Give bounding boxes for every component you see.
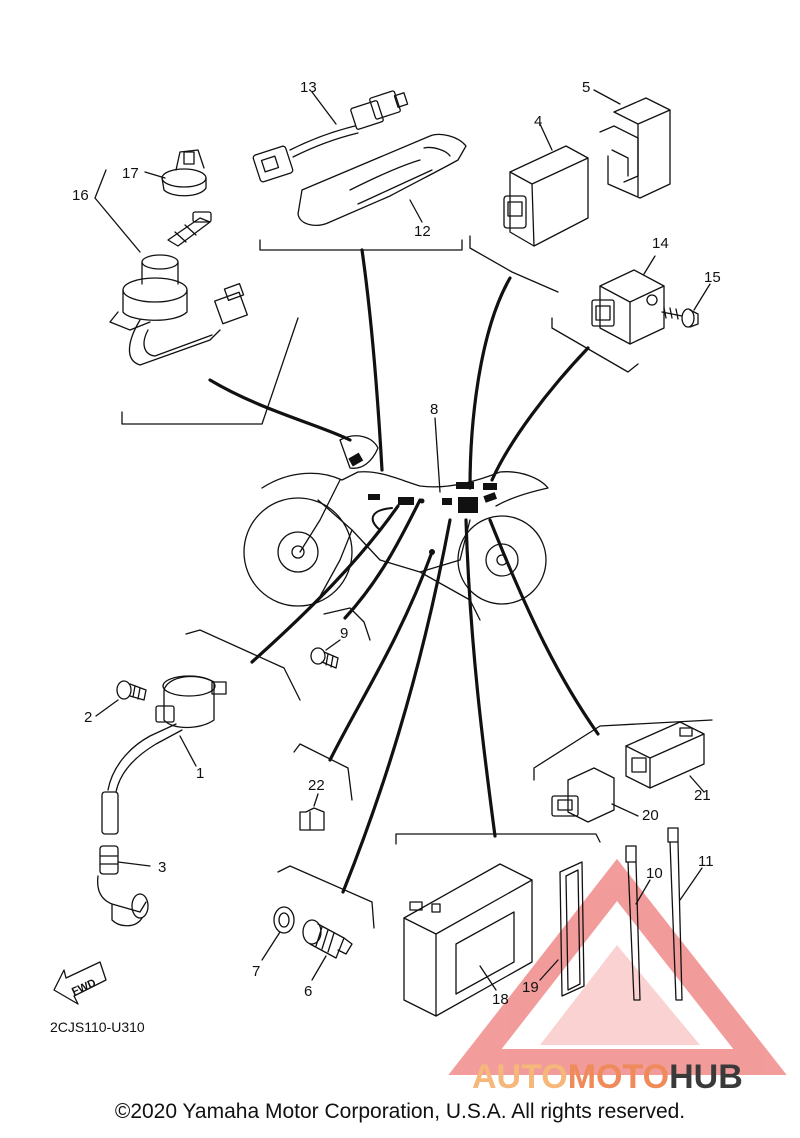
leader-4 — [539, 123, 553, 151]
leader-14 — [643, 255, 656, 275]
leader-3 — [117, 861, 151, 867]
bracket-harness-group — [259, 239, 463, 251]
key-cap-part-17 — [161, 149, 207, 197]
part-number-21: 21 — [694, 787, 711, 804]
bracket-coupler-group — [533, 719, 713, 781]
part-number-14: 14 — [652, 235, 669, 252]
watermark-logo — [448, 858, 787, 1075]
ignition-coil-part-1 — [101, 675, 227, 835]
battery-part-18 — [403, 863, 533, 1017]
leader-1 — [179, 735, 197, 767]
cdi-unit-part-4 — [503, 145, 589, 247]
cable-tie-part-10 — [625, 845, 641, 1001]
relay-part-14 — [591, 269, 665, 345]
leader-12 — [409, 199, 423, 223]
leader-13 — [311, 91, 337, 125]
bike-wire-loop — [371, 507, 393, 531]
leader-6 — [311, 955, 327, 981]
neutral-switch-part-6 — [302, 919, 353, 959]
fwd-label: FWD — [70, 977, 98, 998]
part-number-4: 4 — [534, 113, 542, 130]
part-number-16: 16 — [72, 187, 89, 204]
leader-7 — [261, 931, 281, 961]
leader-18 — [479, 965, 497, 991]
bolt-part-15 — [661, 307, 699, 328]
bracket-ignition-group — [121, 317, 299, 425]
leader-15 — [693, 283, 711, 311]
part-number-9: 9 — [340, 625, 348, 642]
leader-2 — [95, 699, 119, 717]
bracket-coil-group — [185, 629, 301, 701]
part-number-11: 11 — [698, 853, 714, 870]
coupler-part-21 — [625, 721, 705, 789]
plug-cap-part-3 — [96, 845, 149, 927]
part-number-6: 6 — [304, 983, 312, 1000]
part-number-13: 13 — [300, 79, 317, 96]
part-number-10: 10 — [646, 865, 663, 882]
part-number-7: 7 — [252, 963, 260, 980]
leader-10 — [635, 879, 651, 905]
fwd-arrow — [53, 961, 107, 1005]
coupler-part-20 — [551, 767, 615, 823]
screw-part-9 — [310, 647, 339, 669]
leader-22 — [313, 793, 319, 807]
part-number-17: 17 — [122, 165, 139, 182]
part-number-20: 20 — [642, 807, 659, 824]
svg-text:AUTOMOTOHUB: AUTOMOTOHUB — [472, 1058, 743, 1096]
cable-tie-part-11 — [667, 827, 683, 1001]
watermark-moto: MOTO — [568, 1058, 669, 1096]
part-number-18: 18 — [492, 991, 509, 1008]
leader-lines — [208, 248, 600, 894]
bracket-screw9-group — [323, 607, 371, 641]
battery-band-part-19 — [559, 861, 585, 997]
bolt-part-2 — [116, 680, 147, 701]
watermark-hub: HUB — [669, 1058, 743, 1096]
bracket-cdi-group — [469, 235, 559, 293]
leader-16 — [94, 169, 141, 253]
clip-part-22 — [299, 807, 325, 831]
leader-17 — [144, 171, 166, 179]
part-number-8: 8 — [430, 401, 438, 418]
motorcycle-silhouette — [243, 435, 549, 621]
part-number-22: 22 — [308, 777, 325, 794]
part-number-1: 1 — [196, 765, 204, 782]
diagram-code: 2CJS110-U310 — [50, 1019, 145, 1035]
ignition-switch-part-16 — [109, 211, 248, 366]
plate-part-12 — [297, 133, 467, 226]
part-number-12: 12 — [414, 223, 431, 240]
leader-19 — [539, 959, 559, 981]
bracket-relay-group — [551, 317, 639, 373]
gasket-part-7 — [273, 906, 295, 934]
leader-5 — [593, 89, 621, 105]
bike-component-markers — [348, 452, 498, 555]
leader-21 — [689, 775, 705, 793]
bracket-battery-group — [395, 833, 601, 845]
sub-harness-part-13 — [252, 90, 409, 183]
part-number-2: 2 — [84, 709, 92, 726]
part-numbers: 1 2 3 4 5 6 7 8 9 10 11 12 13 14 15 16 1… — [72, 79, 721, 1008]
watermark-auto: AUTO — [472, 1058, 568, 1096]
bracket-neutral-group — [277, 865, 375, 929]
part-number-5: 5 — [582, 79, 590, 96]
part-number-3: 3 — [158, 859, 166, 876]
leader-20 — [611, 803, 639, 817]
leader-11 — [679, 867, 703, 901]
bracket-part22-group — [293, 743, 353, 801]
cover-part-5 — [599, 97, 671, 199]
copyright-notice: ©2020 Yamaha Motor Corporation, U.S.A. A… — [114, 1100, 686, 1123]
part-number-19: 19 — [522, 979, 539, 996]
part-number-15: 15 — [704, 269, 721, 286]
leader-9 — [325, 639, 341, 651]
leader-8 — [434, 417, 441, 493]
watermark-wordmark: AUTOMOTOHUB — [472, 1058, 743, 1096]
